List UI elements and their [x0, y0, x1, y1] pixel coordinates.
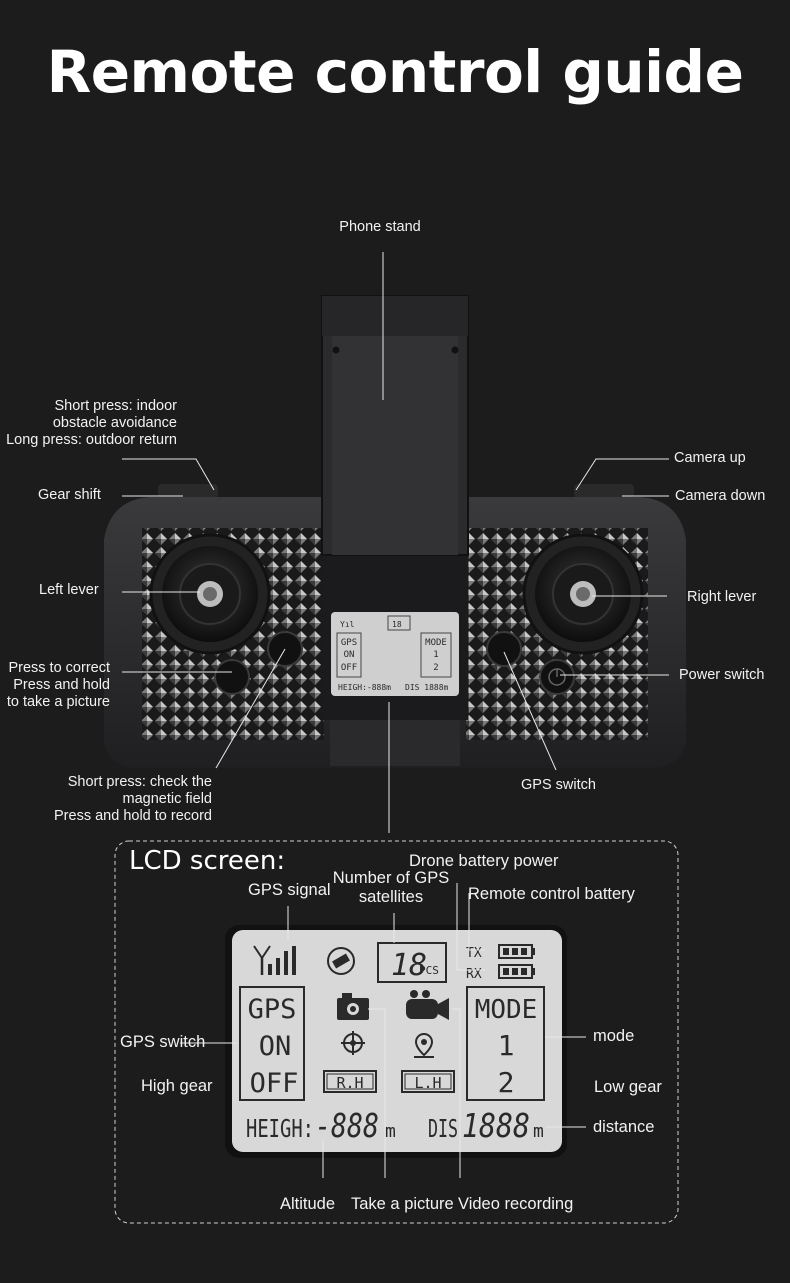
label-gps-signal: GPS signal	[248, 881, 331, 899]
label-power-switch: Power switch	[679, 667, 765, 683]
camera-icon	[337, 993, 369, 1020]
label-line: Short press: check the	[67, 774, 212, 790]
on-text: ON	[259, 1031, 292, 1062]
lcd-heading: LCD screen:	[129, 846, 286, 876]
svg-text:HEIGH:-888m: HEIGH:-888m	[338, 683, 391, 692]
svg-text:18: 18	[392, 620, 402, 629]
label-high-gear: High gear	[141, 1077, 213, 1095]
satellites-unit: PCS	[419, 964, 439, 977]
label-line: satellites	[358, 888, 424, 906]
label-line: Long press: outdoor return	[6, 432, 177, 448]
label-low-gear: Low gear	[594, 1078, 662, 1096]
heigh-label: HEIGH:	[246, 1114, 314, 1143]
svg-text:OFF: OFF	[341, 663, 357, 673]
label-phone-stand: Phone stand	[339, 219, 421, 235]
label-line: magnetic field	[122, 791, 212, 807]
label-distance: distance	[593, 1118, 655, 1136]
location-pin-icon	[414, 1032, 434, 1058]
photo-button	[214, 659, 250, 695]
dis-label: DIS	[428, 1114, 458, 1143]
left-lever	[149, 533, 271, 655]
off-text: OFF	[250, 1068, 299, 1099]
lcd-display: 18 PCS TX RX GPS ON OFF	[225, 925, 567, 1158]
label-short-press-check: Short press: check the magnetic field Pr…	[0, 774, 212, 825]
label-lcd-gps-switch: GPS switch	[120, 1033, 206, 1051]
mode-text: MODE	[475, 995, 538, 1025]
label-number-of-gps: Number of GPS satellites	[330, 869, 452, 907]
page-title: Remote control guide	[46, 38, 744, 106]
center-bottom	[330, 720, 460, 766]
mode-1-text: 1	[498, 1029, 515, 1062]
lcd-section-frame	[114, 840, 679, 1224]
svg-text:GPS: GPS	[341, 638, 357, 648]
tx-label: TX	[466, 946, 482, 961]
rh-text: R.H	[336, 1074, 363, 1092]
controller-callout-lines	[122, 252, 669, 833]
video-camera-icon	[406, 990, 449, 1020]
label-line: obstacle avoidance	[52, 415, 177, 431]
dis-unit: m	[533, 1121, 544, 1142]
rx-label: RX	[466, 967, 482, 982]
heigh-unit: m	[385, 1121, 396, 1142]
label-remote-control-battery: Remote control battery	[468, 885, 635, 903]
right-lever	[522, 533, 644, 655]
label-video-recording: Video recording	[458, 1195, 574, 1213]
label-gear-shift: Gear shift	[38, 487, 101, 503]
svg-text:DIS 1888m: DIS 1888m	[405, 683, 449, 692]
battery-icon	[498, 944, 535, 979]
satellites-value: 18	[391, 948, 427, 983]
label-drone-battery-power: Drone battery power	[409, 852, 559, 870]
label-short-press-indoor: Short press: indoor obstacle avoidance L…	[0, 398, 177, 449]
gps-text: GPS	[248, 994, 297, 1025]
label-line: Press and hold to record	[54, 808, 212, 824]
label-press-to-correct: Press to correct Press and hold to take …	[0, 660, 110, 711]
mode-2-text: 2	[498, 1066, 515, 1099]
mini-lcd: GPS ON OFF MODE 1 2 HEIGH:-888m DIS 1888…	[331, 612, 459, 696]
gps-switch-button	[486, 631, 522, 667]
svg-text:Yıl: Yıl	[340, 620, 355, 629]
label-take-a-picture: Take a picture	[351, 1195, 454, 1213]
label-line: to take a picture	[6, 694, 110, 710]
label-gps-switch: GPS switch	[521, 777, 596, 793]
label-altitude: Altitude	[280, 1195, 336, 1213]
remote-controller: GPS ON OFF MODE 1 2 HEIGH:-888m DIS 1888…	[104, 295, 686, 768]
svg-text:MODE: MODE	[425, 638, 447, 648]
label-camera-up: Camera up	[674, 450, 746, 466]
label-mode: mode	[593, 1027, 635, 1045]
dis-value: 1888	[462, 1106, 530, 1145]
camera-button	[574, 484, 634, 498]
label-camera-down: Camera down	[675, 488, 766, 504]
gear-shift-button	[158, 484, 218, 498]
svg-text:2: 2	[433, 663, 438, 673]
label-line: Number of GPS	[332, 869, 450, 887]
signal-icon	[253, 945, 296, 975]
label-right-lever: Right lever	[687, 589, 757, 605]
label-line: Press to correct	[8, 660, 110, 676]
label-line: Short press: indoor	[54, 398, 177, 414]
heigh-value: -888	[315, 1106, 379, 1145]
satellite-icon	[327, 947, 355, 975]
label-line: Press and hold	[13, 677, 110, 693]
label-left-lever: Left lever	[39, 582, 99, 598]
lcd-callout-lines	[180, 883, 586, 1178]
lh-text: L.H	[414, 1074, 441, 1092]
compass-icon	[341, 1031, 365, 1055]
svg-text:ON: ON	[344, 650, 355, 660]
svg-text:1: 1	[433, 650, 438, 660]
